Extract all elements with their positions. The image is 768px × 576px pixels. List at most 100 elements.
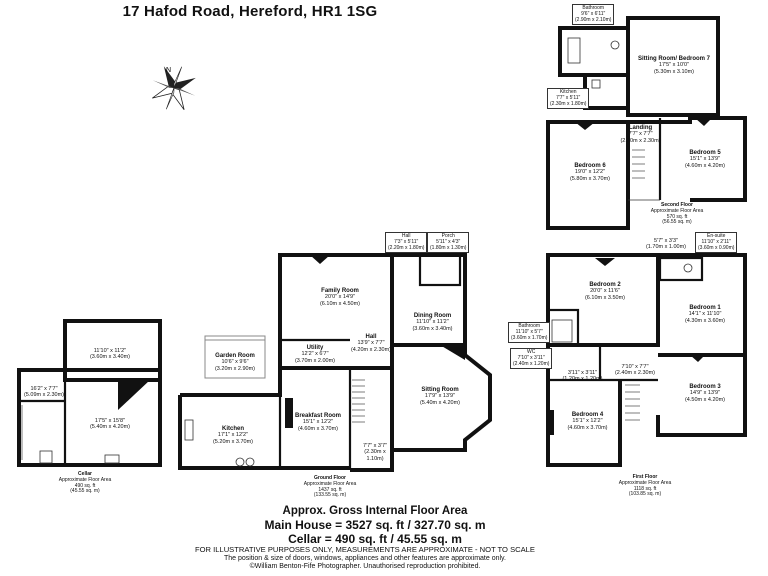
- room-name: Bedroom 6: [574, 163, 606, 169]
- compass-north-label: N: [166, 67, 171, 74]
- tag-dims: 9'6" x 6'11": [581, 10, 606, 17]
- floor-sqft: 490 sq. ft: [74, 482, 96, 489]
- room-breakfast-room: Breakfast Room 15'1" x 12'2" (4.60m x 3.…: [283, 413, 353, 432]
- disclaimer-line-2: The position & size of doors, windows, a…: [224, 554, 506, 562]
- room-name: Hall: [365, 334, 377, 340]
- room-name: Bedroom 1: [689, 305, 721, 311]
- tag-metric: (2.40m x 1.20m): [513, 360, 550, 367]
- gross-area-cellar: Cellar = 490 sq. ft / 45.55 sq. m: [288, 532, 462, 546]
- room-name: Landing: [628, 125, 653, 131]
- tag-metric: (1.70m x 1.00m): [645, 244, 687, 251]
- room-name: Breakfast Room: [294, 413, 341, 419]
- room-dims: 17'5" x 10'0": [658, 62, 690, 69]
- room-dims: 13'9" x 7'7": [357, 340, 385, 347]
- floor-label-cellar: Cellar Approximate Floor Area 490 sq. ft…: [40, 471, 130, 495]
- floor-label-ground: Ground Floor Approximate Floor Area 1437…: [285, 475, 375, 499]
- floor-sub: Approximate Floor Area: [303, 480, 357, 487]
- tag-dims: 5'11" x 4'3": [436, 238, 461, 245]
- tag-first-bathroom: Bathroom 11'10" x 5'7" (3.60m x 1.70m): [508, 322, 551, 344]
- room-cellar-side: 16'2" x 7'7" (5.09m x 2.30m): [20, 386, 68, 399]
- cellar-plan: [17, 319, 162, 467]
- room-dims: 11'10" x 11'2": [93, 348, 127, 354]
- tag-name: Kitchen: [559, 89, 577, 95]
- room-metric: (4.50m x 4.20m): [684, 396, 726, 403]
- room-utility: Utility 12'2" x 6'7" (3.70m x 2.00m): [280, 345, 350, 364]
- room-dims: 15'1" x 12'2": [302, 419, 334, 426]
- room-bedroom-4: Bedroom 4 15'1" x 12'2" (4.60m x 3.70m): [555, 412, 620, 431]
- compass-rose-icon: N: [148, 62, 200, 119]
- gross-area-heading: Approx. Gross Internal Floor Area: [282, 505, 468, 517]
- room-metric: (5.30m x 3.10m): [653, 68, 695, 75]
- room-dims: 17'5" x 15'8": [94, 418, 126, 424]
- tag-name: Hall: [401, 233, 411, 239]
- disclaimer: FOR ILLUSTRATIVE PURPOSES ONLY, MEASUREM…: [190, 545, 540, 572]
- room-dims: 16'2" x 7'7": [30, 386, 58, 392]
- room-metric: (5.40m x 4.20m): [419, 399, 461, 406]
- tag-metric: (1.80m x 1.30m): [430, 244, 467, 251]
- room-dims: 7'7" x 7'7": [628, 131, 653, 138]
- room-metric: (4.60m x 3.70m): [567, 424, 608, 431]
- room-kitchen: Kitchen 17'1" x 12'2" (5.20m x 3.70m): [198, 426, 268, 445]
- floor-name: Second Floor: [661, 202, 693, 208]
- floor-label-second: Second Floor Approximate Floor Area 570 …: [632, 202, 722, 226]
- room-dims: 20'0" x 14'9": [324, 294, 356, 301]
- room-garden-room: Garden Room 10'6" x 9'6" (3.20m x 2.90m): [200, 353, 270, 372]
- room-metric: (4.60m x 4.20m): [684, 162, 726, 169]
- room-dims: 10'6" x 9'6": [221, 359, 249, 366]
- room-metric: (3.70m x 2.00m): [294, 357, 336, 364]
- tag-wc: WC 7'10" x 3'11" (2.40m x 1.20m): [510, 348, 553, 370]
- room-metric: (2.40m x 2.30m): [614, 370, 656, 377]
- tag-en-suite: En-suite 11'10" x 2'11" (3.60m x 0.90m): [695, 232, 738, 254]
- tag-porch: Porch 5'11" x 4'3" (1.80m x 1.30m): [427, 232, 470, 254]
- room-bedroom-1: Bedroom 1 14'1" x 11'10" (4.30m x 3.60m): [670, 305, 740, 324]
- room-cellar-store: 11'10" x 11'2" (3.60m x 3.40m): [80, 348, 140, 361]
- tag-dims: 5'7" x 3'3": [653, 238, 679, 244]
- tag-hall: Hall 7'3" x 5'11" (2.20m x 1.80m): [385, 232, 428, 254]
- room-sitting-room: Sitting Room 17'9" x 13'9" (5.40m x 4.20…: [405, 387, 475, 406]
- room-bedroom-6: Bedroom 6 19'0" x 12'2" (5.80m x 3.70m): [555, 163, 625, 182]
- room-first-landing: 7'10" x 7'7" (2.40m x 2.30m): [610, 364, 660, 377]
- disclaimer-line-3: ©William Benton-Fife Photographer. Unaut…: [249, 563, 481, 571]
- room-dims: 14'1" x 11'10": [688, 311, 722, 318]
- room-dims: 7'7" x 3'7": [362, 443, 388, 449]
- room-metric: (6.10m x 4.50m): [319, 300, 361, 307]
- room-metric: (3.20m x 2.90m): [214, 365, 256, 372]
- room-dims: 17'9" x 13'9": [424, 393, 456, 400]
- floor-sqm: (133.55 sq. m): [313, 492, 347, 499]
- room-metric: (5.40m x 4.20m): [89, 424, 131, 431]
- tag-first-top: 5'7" x 3'3" (1.70m x 1.00m): [640, 238, 692, 251]
- room-name: Bedroom 5: [689, 150, 721, 156]
- room-bedroom-3: Bedroom 3 14'9" x 13'9" (4.50m x 4.20m): [670, 384, 740, 403]
- tag-second-kitchen: Kitchen 7'7" x 5'11" (2.30m x 1.80m): [547, 88, 590, 110]
- room-cellar-main: 17'5" x 15'8" (5.40m x 4.20m): [75, 418, 145, 431]
- ground-floor-plan: [178, 253, 492, 472]
- floor-sqm: (56.55 sq. m): [662, 219, 692, 226]
- floor-name: Ground Floor: [314, 475, 346, 481]
- tag-name: WC: [527, 349, 536, 355]
- room-bedroom-2: Bedroom 2 20'0" x 11'6" (6.10m x 3.50m): [570, 282, 640, 301]
- room-metric: (5.20m x 3.70m): [212, 438, 254, 445]
- gross-area-main-house: Main House = 3527 sq. ft / 327.70 sq. m: [264, 518, 486, 532]
- room-metric: (2.30m x 2.30m): [620, 137, 661, 144]
- tag-name: Bathroom: [582, 5, 605, 11]
- room-dims: 7'10" x 7'7": [621, 364, 649, 370]
- tag-dims: 7'10" x 3'11": [517, 354, 545, 361]
- floor-sqft: 570 sq. ft: [666, 213, 688, 220]
- room-dims: 15'1" x 12'2": [572, 418, 603, 425]
- tag-dims: 7'3" x 5'11": [394, 238, 419, 245]
- room-metric: (4.20m x 2.30m): [350, 346, 392, 353]
- second-floor-plan: [546, 16, 747, 230]
- room-dims: 17'1" x 12'2": [217, 432, 249, 439]
- floor-name: Cellar: [78, 471, 92, 477]
- room-name: Bedroom 3: [689, 384, 721, 390]
- room-metric: (6.10m x 3.50m): [584, 294, 626, 301]
- room-dims: 14'9" x 13'9": [689, 390, 721, 397]
- room-hall: Hall 13'9" x 7'7" (4.20m x 2.30m): [350, 334, 392, 353]
- room-dims: 11'10" x 11'2": [416, 319, 449, 326]
- floor-name: First Floor: [632, 474, 658, 480]
- disclaimer-line-1: FOR ILLUSTRATIVE PURPOSES ONLY, MEASUREM…: [195, 545, 535, 554]
- room-name: Bedroom 4: [571, 412, 604, 418]
- room-name: Utility: [306, 345, 324, 351]
- floor-sqft: 1118 sq. ft: [633, 485, 657, 492]
